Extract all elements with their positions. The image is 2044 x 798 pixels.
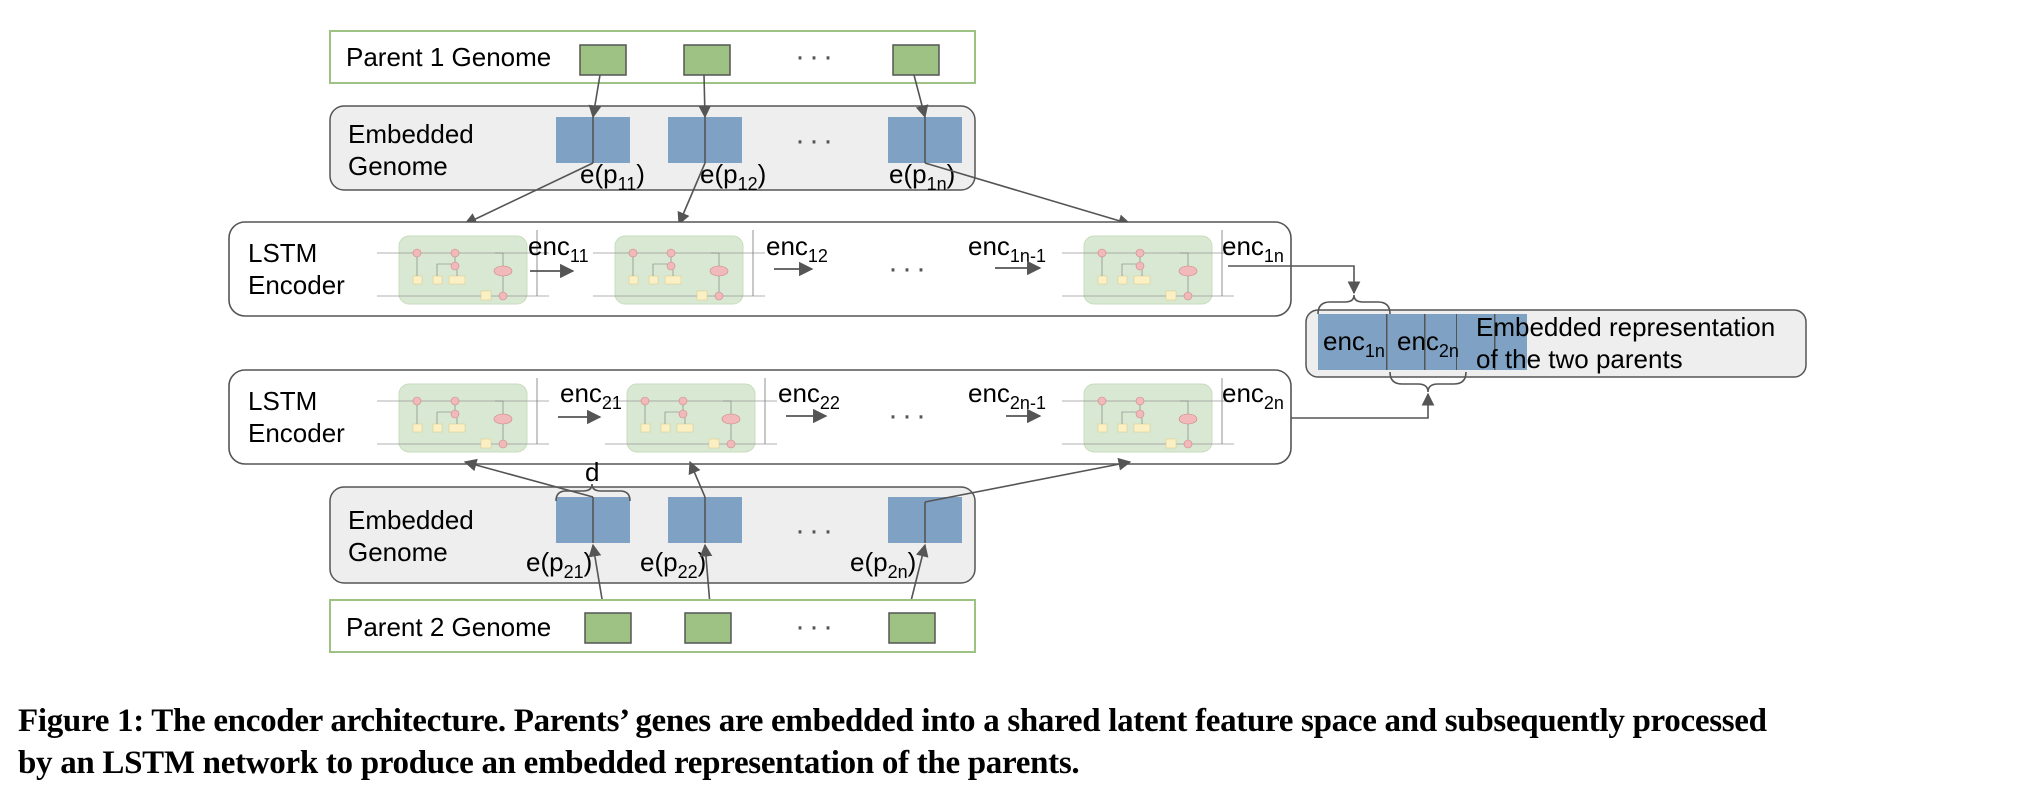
encoding-label-enc11: enc11 bbox=[528, 231, 589, 266]
parent2-genome-row: Parent 2 Genome ··· bbox=[329, 599, 976, 653]
embedding-label-e-p21: e(p21) bbox=[526, 547, 592, 582]
lstm-encoder-1-label-line2: Encoder bbox=[248, 270, 345, 300]
embedded-genome-1-label-line2: Genome bbox=[348, 151, 448, 181]
lstm-cell bbox=[376, 377, 550, 453]
dimension-brace bbox=[555, 483, 631, 502]
encoding-label-enc2n: enc2n bbox=[1222, 378, 1284, 413]
embedded-genome-1-panel bbox=[329, 105, 976, 191]
parent2-genome-box bbox=[329, 599, 976, 653]
embedded-genome-2-panel bbox=[329, 486, 976, 584]
encoding-label-enc21: enc21 bbox=[560, 378, 622, 413]
figure-caption: Figure 1: The encoder architecture. Pare… bbox=[18, 700, 2028, 784]
embedding-label-e-p2n: e(p2n) bbox=[850, 547, 916, 582]
dimension-label-d: d bbox=[585, 457, 599, 487]
combined-representation: enc1n enc2n Embedded representation of t… bbox=[1305, 294, 1807, 393]
encoder-architecture-diagram: Parent 1 Genome ··· Embedded Genome ··· … bbox=[228, 30, 1807, 653]
ellipsis: ··· bbox=[888, 252, 930, 285]
ellipsis: ··· bbox=[795, 40, 837, 73]
lstm-encoder-2: LSTM Encoder enc21 enc22 enc2n-1 enc2n ·… bbox=[228, 369, 1292, 465]
final-encoding-connectors bbox=[1228, 265, 1435, 419]
ellipsis: ··· bbox=[795, 514, 837, 547]
lstm-encoder-2-label-line2: Encoder bbox=[248, 418, 345, 448]
lstm-encoder-1-label-line1: LSTM bbox=[248, 238, 317, 268]
gene-to-embedding-arrows-2 bbox=[588, 543, 929, 606]
combined-enc1n-label: enc1n bbox=[1323, 326, 1385, 361]
gene-block bbox=[888, 612, 936, 644]
ellipsis: ··· bbox=[888, 399, 930, 432]
embedding-label-e-p12: e(p12) bbox=[700, 159, 766, 194]
embedding-label-e-p1n: e(p1n) bbox=[889, 159, 955, 194]
parent1-genome-box bbox=[329, 30, 976, 84]
lstm-encoder-2-label-line1: LSTM bbox=[248, 386, 317, 416]
embedded-genome-1-row: Embedded Genome ··· e(p11) e(p12) e(p1n) bbox=[329, 105, 976, 194]
brace-top bbox=[1317, 294, 1391, 315]
lstm-cell bbox=[1061, 229, 1235, 305]
lstm-cell bbox=[592, 229, 766, 305]
gene-block bbox=[584, 612, 632, 644]
embedded-genome-1-label-line1: Embedded bbox=[348, 119, 474, 149]
gene-block bbox=[683, 44, 731, 76]
combined-label-line2: of the two parents bbox=[1476, 344, 1683, 374]
combined-enc2n-block bbox=[1457, 314, 1527, 370]
embedding-to-lstm-arrows-1 bbox=[463, 162, 1132, 227]
gene-block bbox=[684, 612, 732, 644]
lstm-cell bbox=[604, 377, 778, 453]
caption-line-1: Figure 1: The encoder architecture. Pare… bbox=[18, 703, 1767, 739]
embedding-label-e-p11: e(p11) bbox=[580, 159, 645, 194]
lstm-cell bbox=[1061, 377, 1235, 453]
gene-block bbox=[579, 44, 627, 76]
parent1-genome-label: Parent 1 Genome bbox=[346, 42, 551, 72]
gene-to-embedding-arrows-1 bbox=[588, 74, 929, 163]
encoding-label-enc12: enc12 bbox=[766, 231, 828, 266]
encoding-label-enc1n: enc1n bbox=[1222, 231, 1284, 266]
brace-bottom bbox=[1389, 371, 1467, 393]
caption-line-2: by an LSTM network to produce an embedde… bbox=[18, 745, 1080, 781]
ellipsis: ··· bbox=[795, 124, 837, 157]
parent1-genome-row: Parent 1 Genome ··· bbox=[329, 30, 976, 84]
embedded-genome-2-row: Embedded Genome ··· d e(p21) e(p22) e(p2… bbox=[329, 457, 976, 584]
encoding-label-enc22: enc22 bbox=[778, 378, 840, 413]
embedded-genome-2-label-line2: Genome bbox=[348, 537, 448, 567]
lstm-cell bbox=[376, 229, 550, 305]
embedding-to-lstm-arrows-2 bbox=[463, 457, 1132, 543]
combined-enc2n-label: enc2n bbox=[1397, 326, 1459, 361]
parent2-genome-label: Parent 2 Genome bbox=[346, 612, 551, 642]
embedding-label-e-p22: e(p22) bbox=[640, 547, 706, 582]
gene-block bbox=[892, 44, 940, 76]
encoding-label-enc2n-1: enc2n-1 bbox=[968, 378, 1046, 413]
embedded-genome-2-label-line1: Embedded bbox=[348, 505, 474, 535]
lstm-encoder-1: LSTM Encoder enc11 enc12 enc1n-1 enc1n ·… bbox=[228, 221, 1292, 317]
ellipsis: ··· bbox=[795, 610, 837, 643]
combined-label-line1: Embedded representation bbox=[1476, 312, 1775, 342]
